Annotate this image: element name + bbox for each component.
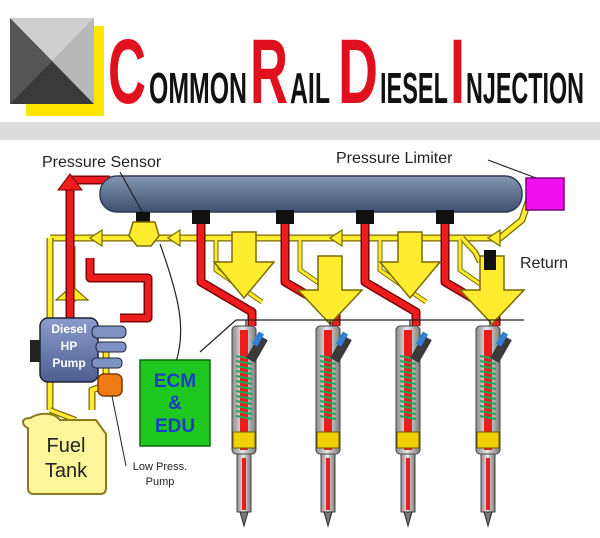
page-title: C OMMON R AIL D IESEL I NJECTION [108, 21, 584, 123]
title-initial-d: D [338, 21, 378, 123]
ecm-wire-drops [245, 320, 491, 334]
title-initial-c: C [108, 21, 146, 123]
title-rest-ommon: OMMON [149, 64, 247, 113]
hp-pump: Diesel HP Pump [30, 317, 127, 383]
fuel-tank-label-2: Tank [45, 460, 88, 482]
ecm-label: ECM [154, 371, 196, 392]
injectors [231, 325, 512, 528]
title-initial-r: R [250, 21, 288, 123]
pressure-limiter [525, 177, 565, 211]
pump-label-pump: Pump [52, 356, 85, 370]
sensor-mount [136, 212, 150, 224]
red-arrow-up [57, 173, 83, 191]
title-initial-i: I [450, 21, 465, 123]
injector [315, 325, 352, 528]
header: C OMMON R AIL D IESEL I NJECTION [0, 0, 600, 140]
header-divider [0, 122, 600, 140]
ecm-edu-box: ECM & EDU [139, 359, 211, 447]
label-low-press: Low Press. [133, 461, 187, 473]
injector [475, 325, 512, 528]
ecm-amp-label: & [168, 393, 182, 414]
title-rest-iesel: IESEL [380, 64, 448, 113]
pump-label-diesel: Diesel [51, 322, 86, 336]
big-flow-arrows [212, 231, 526, 326]
limiter-leader-line [487, 159, 537, 179]
edu-label: EDU [155, 416, 195, 437]
rail-outlets [192, 210, 454, 224]
low-pressure-pump: Low Press. Pump [97, 373, 187, 488]
label-pressure-sensor: Pressure Sensor [42, 154, 162, 171]
injector [231, 325, 268, 528]
title-rest-njection: NJECTION [466, 64, 584, 113]
title-rest-ail: AIL [290, 64, 330, 113]
common-rail [99, 175, 523, 213]
fuel-tank-label-1: Fuel [47, 435, 86, 457]
pressure-sensor [128, 221, 160, 247]
label-pressure-limiter: Pressure Limiter [336, 150, 453, 167]
label-return: Return [520, 255, 568, 272]
injector [395, 325, 432, 528]
label-low-press-pump: Pump [146, 476, 175, 488]
ecm-wire-link [199, 319, 237, 353]
sensor-signal-wire [159, 243, 182, 363]
fuel-tank: Fuel Tank [22, 412, 107, 495]
pump-label-hp: HP [61, 339, 78, 353]
return-connector [484, 250, 496, 270]
logo-icon [10, 18, 104, 116]
